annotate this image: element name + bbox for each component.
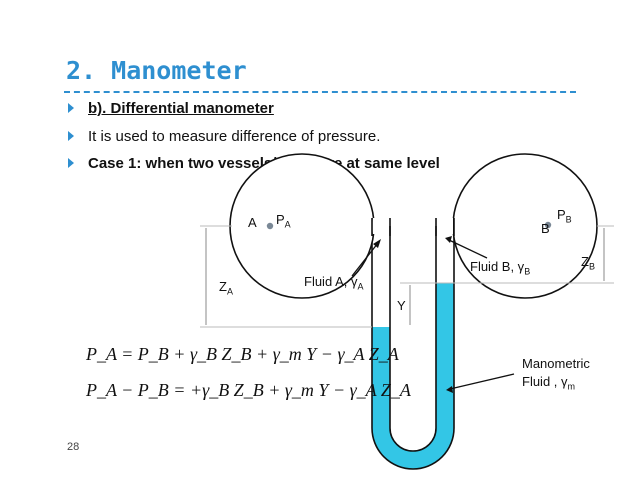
- fluid-b-pointer: [448, 239, 488, 259]
- manometric-line2: Fluid , γm: [522, 374, 576, 392]
- bullet-purpose: It is used to measure difference of pres…: [68, 128, 380, 145]
- zb-label: ZB: [581, 254, 595, 272]
- za-label: ZA: [219, 279, 233, 297]
- manometric-pointer: [449, 373, 515, 390]
- y-label: Y: [397, 298, 406, 313]
- bullet-arrow-icon: [68, 158, 74, 169]
- vessel-a-label: A: [248, 215, 257, 230]
- bullet-text: It is used to measure difference of pres…: [88, 128, 381, 145]
- fluid-a-pointer: [351, 242, 379, 277]
- pb-label: PB: [557, 207, 572, 225]
- bullet-case-1: Case 1: when two vessels/pipes are at sa…: [68, 155, 440, 172]
- fluid-a-label: Fluid A, γA: [304, 274, 364, 292]
- pa-label: PA: [276, 212, 291, 230]
- u-tube-inner-wall: [389, 226, 437, 452]
- equation-1: P_A = P_B + γ_B Z_B + γ_m Y − γ_A Z_A: [86, 344, 399, 364]
- pa-point: [266, 222, 274, 230]
- bullet-arrow-icon: [68, 131, 74, 142]
- bullet-text: Case 1: when two vessels/pipes are at sa…: [88, 155, 440, 172]
- slide-title: 2. Manometer: [66, 56, 247, 85]
- equation-2: P_A − P_B = +γ_B Z_B + γ_m Y − γ_A Z_A: [86, 380, 411, 400]
- vessel-b-label: B: [541, 221, 550, 236]
- u-tube-outer-wall: [371, 226, 455, 470]
- page-number: 28: [67, 441, 80, 453]
- pb-point: [544, 221, 552, 229]
- bullet-differential-manometer: b). Differential manometer: [68, 100, 274, 117]
- title-divider: [64, 91, 576, 93]
- fluid-b-label: Fluid B, γB: [470, 259, 531, 277]
- bullet-text: b). Differential manometer: [88, 100, 274, 117]
- manometric-line1: Manometric: [522, 356, 590, 371]
- manometric-fluid: [372, 283, 454, 469]
- bullet-arrow-icon: [68, 103, 74, 114]
